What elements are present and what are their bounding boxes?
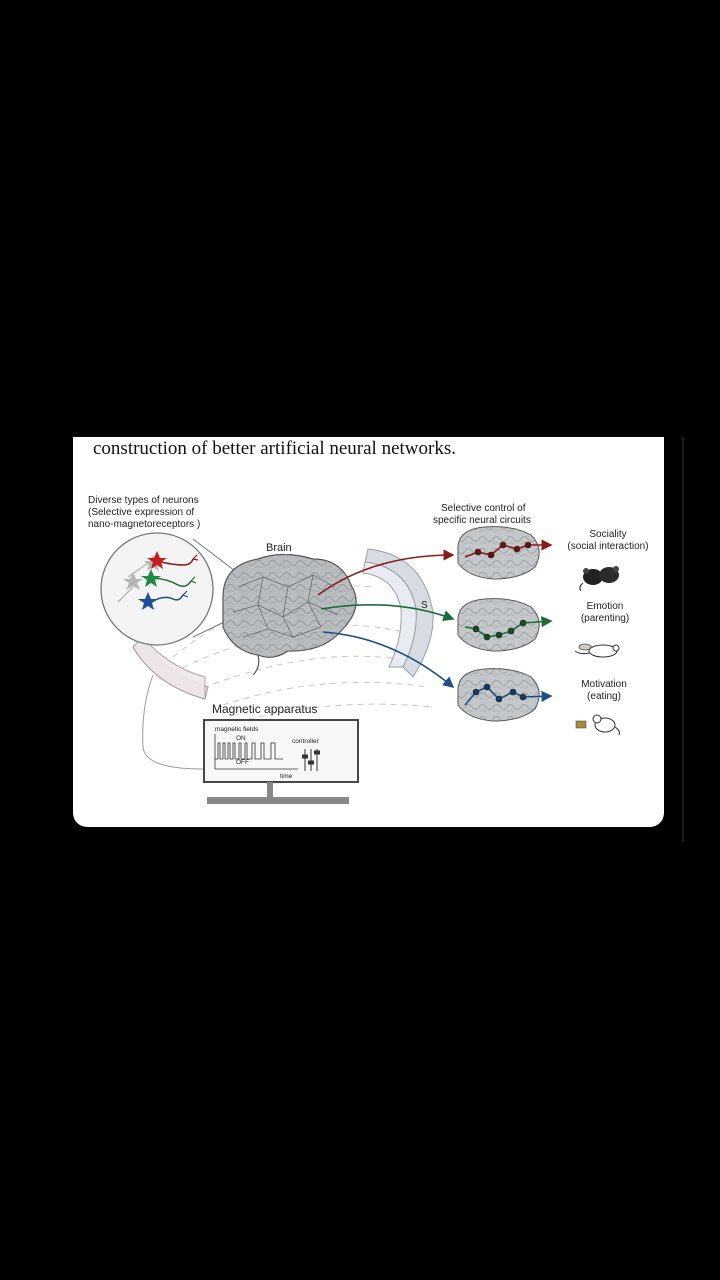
mice-social-icon xyxy=(579,566,619,592)
circuits-title-line-2: specific neural circuits xyxy=(433,515,531,526)
pathway-arrows xyxy=(317,549,455,689)
outcome-sociality-title: Sociality xyxy=(589,529,626,540)
green-neuron xyxy=(141,569,197,588)
outcome-motivation-title: Motivation xyxy=(581,679,627,690)
apparatus-label: Magnetic apparatus xyxy=(212,702,317,716)
red-neuron xyxy=(147,551,199,569)
mouse-eating-icon xyxy=(575,714,620,736)
blue-pathway-arrow xyxy=(322,631,455,689)
blue-neuron xyxy=(138,590,189,610)
magnetic-fields-label: magnetic fields xyxy=(215,726,259,733)
magnetogenetics-diagram: N S Diverse types of neurons (Selective … xyxy=(88,495,649,804)
neuron-zoom-circle xyxy=(100,532,244,646)
figure-card: construction of better artificial neural… xyxy=(73,437,664,827)
time-label: time xyxy=(280,773,293,780)
on-label: ON xyxy=(236,735,246,742)
neurons-title: Diverse types of neurons (Selective expr… xyxy=(88,495,200,530)
red-pathway-arrow xyxy=(317,549,455,596)
controller-sliders-icon xyxy=(302,749,320,771)
outcome-sociality-subtitle: (social interaction) xyxy=(567,541,648,552)
small-brain-sociality xyxy=(457,526,553,580)
outcome-emotion-subtitle: (parenting) xyxy=(581,613,629,624)
brain-illustration: Brain xyxy=(222,542,357,676)
outcome-motivation-subtitle: (eating) xyxy=(587,691,621,702)
small-brain-motivation xyxy=(457,668,553,722)
outcome-sociality: Sociality (social interaction) xyxy=(567,529,649,592)
neurons-title-line-3: nano-magnetoreceptors ) xyxy=(88,519,200,530)
brain-label: Brain xyxy=(266,542,292,554)
pulse-waveform xyxy=(214,734,298,770)
caption-text: construction of better artificial neural… xyxy=(93,438,456,459)
small-brain-emotion xyxy=(457,598,553,652)
magnet-north-pole: N xyxy=(132,625,209,700)
off-label: OFF xyxy=(236,759,249,766)
circuits-title-line-1: Selective control of xyxy=(441,503,526,514)
neurons-title-line-2: (Selective expression of xyxy=(88,507,194,518)
outcome-emotion: Emotion (parenting) xyxy=(574,601,629,658)
card-edge-line xyxy=(682,437,684,842)
controller-label: controller xyxy=(292,738,320,745)
south-pole-label: S xyxy=(421,600,428,611)
outcome-emotion-title: Emotion xyxy=(587,601,624,612)
magnetic-apparatus-monitor: magnetic fields ON OFF time controller xyxy=(203,719,359,804)
mouse-parenting-icon xyxy=(574,643,620,658)
green-pathway-arrow xyxy=(320,603,455,621)
outcome-motivation: Motivation (eating) xyxy=(575,679,627,736)
neurons-title-line-1: Diverse types of neurons xyxy=(88,495,199,506)
apparatus-cable xyxy=(142,674,204,770)
magnet-south-pole: S xyxy=(362,548,434,678)
